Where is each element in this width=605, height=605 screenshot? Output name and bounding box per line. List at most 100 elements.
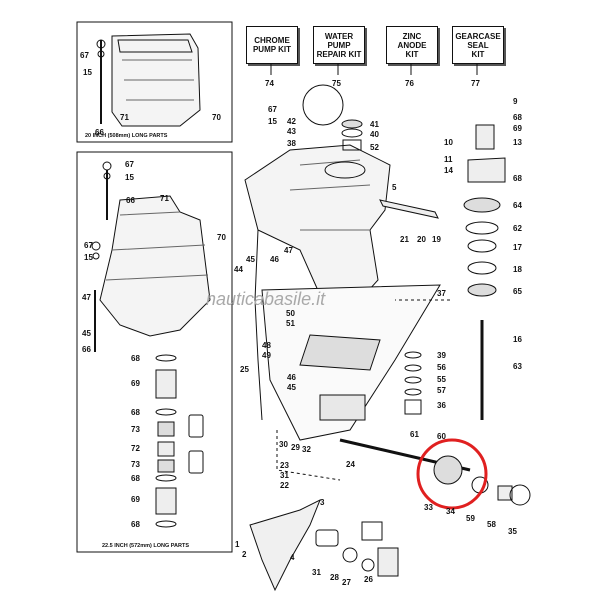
kit-box-zinc-anode: ZINC ANODE KIT xyxy=(386,26,438,64)
part-number: 33 xyxy=(424,503,433,512)
part-number: 35 xyxy=(508,527,517,536)
part-number: 68 xyxy=(513,113,522,122)
part-number: 66 xyxy=(95,128,104,137)
water-pump-housing xyxy=(467,157,506,183)
part-number: 46 xyxy=(270,255,279,264)
part-number: 66 xyxy=(82,345,91,354)
part-number: 62 xyxy=(513,224,522,233)
part-number: 15 xyxy=(268,117,277,126)
part-number: 73 xyxy=(131,425,140,434)
part-number: 31 xyxy=(280,471,289,480)
part-number: 16 xyxy=(513,335,522,344)
propeller xyxy=(249,498,321,592)
part-number: 66 xyxy=(126,196,135,205)
part-number: 11 xyxy=(444,155,453,164)
inset-box-20-inch xyxy=(76,21,233,143)
part-number: 45 xyxy=(287,383,296,392)
part-number: 67 xyxy=(125,160,134,169)
kit-label-line2: ANODE xyxy=(397,40,427,50)
part-number: 46 xyxy=(287,373,296,382)
part-number: 1 xyxy=(235,540,240,549)
part-number: 28 xyxy=(330,573,339,582)
part-number: 21 xyxy=(400,235,409,244)
part-number: 51 xyxy=(286,319,295,328)
part-number: 58 xyxy=(487,520,496,529)
part-number: 65 xyxy=(513,287,522,296)
part-number: 29 xyxy=(291,443,300,452)
part-number: 52 xyxy=(370,143,379,152)
part-number: 40 xyxy=(370,130,379,139)
kit-label-line2: SEAL xyxy=(467,40,489,50)
part-number: 71 xyxy=(160,194,169,203)
kit-label-line3: KIT xyxy=(471,49,485,59)
part-number: 31 xyxy=(312,568,321,577)
part-number: 57 xyxy=(437,386,446,395)
part-number: 68 xyxy=(131,354,140,363)
part-number: 38 xyxy=(287,139,296,148)
forward-gear xyxy=(433,455,463,485)
midsection-housing xyxy=(244,144,391,301)
part-number: 34 xyxy=(446,507,455,516)
caption-20-inch: 20 INCH (508mm) LONG PARTS xyxy=(85,133,168,139)
part-number: 45 xyxy=(246,255,255,264)
part-number: 26 xyxy=(364,575,373,584)
part-number: 20 xyxy=(417,235,426,244)
kit-box-gearcase-seal: GEARCASE SEAL KIT xyxy=(452,26,504,64)
part-number: 63 xyxy=(513,362,522,371)
part-number: 18 xyxy=(513,265,522,274)
part-number: 67 xyxy=(80,51,89,60)
part-number: 37 xyxy=(437,289,446,298)
part-number: 32 xyxy=(302,445,311,454)
part-number: 45 xyxy=(82,329,91,338)
kit-label-line2: PUMP xyxy=(327,40,351,50)
part-number: 2 xyxy=(242,550,247,559)
kit-label-line2: PUMP KIT xyxy=(252,45,292,54)
part-number: 68 xyxy=(131,520,140,529)
part-number: 19 xyxy=(432,235,441,244)
part-number: 15 xyxy=(125,173,134,182)
part-number: 73 xyxy=(131,460,140,469)
part-number: 64 xyxy=(513,201,522,210)
part-number: 39 xyxy=(437,351,446,360)
kit-number: 74 xyxy=(265,79,274,88)
kit-number: 77 xyxy=(471,79,480,88)
part-number: 56 xyxy=(437,363,446,372)
part-number: 55 xyxy=(437,375,446,384)
part-number: 13 xyxy=(513,138,522,147)
part-number: 69 xyxy=(131,495,140,504)
part-number: 14 xyxy=(444,166,453,175)
kit-label-line3: KIT xyxy=(405,49,419,59)
watermark: nauticabasile.it xyxy=(206,289,326,309)
part-number: 30 xyxy=(279,440,288,449)
part-number: 69 xyxy=(131,379,140,388)
part-number: 70 xyxy=(217,233,226,242)
part-number: 25 xyxy=(240,365,249,374)
exhaust-housing-22-5 xyxy=(99,195,211,337)
part-number: 15 xyxy=(84,253,93,262)
part-number: 71 xyxy=(120,113,129,122)
part-number: 47 xyxy=(82,293,91,302)
part-number: 47 xyxy=(284,246,293,255)
part-callouts: 67 15 66 71 70 67 15 66 71 70 67 15 47 4… xyxy=(80,51,522,587)
kit-box-water-pump-repair: WATER PUMP REPAIR KIT xyxy=(313,26,365,64)
tube-69b xyxy=(155,487,177,515)
part-number: 36 xyxy=(437,401,446,410)
kit-number: 76 xyxy=(405,79,414,88)
kit-number: 75 xyxy=(332,79,341,88)
part-number: 44 xyxy=(234,265,243,274)
part-number: 3 xyxy=(320,498,325,507)
highlight-circle xyxy=(416,438,488,510)
part-number: 68 xyxy=(513,174,522,183)
kit-label-line1: ZINC xyxy=(402,31,422,41)
part-number: 9 xyxy=(513,97,518,106)
part-number: 4 xyxy=(290,553,295,562)
water-pump-inset-circle xyxy=(302,84,344,126)
part-number: 17 xyxy=(513,243,522,252)
kit-label-line1: CHROME xyxy=(254,36,290,45)
part-number: 10 xyxy=(444,138,453,147)
part-number: 43 xyxy=(287,127,296,136)
part-number: 67 xyxy=(268,105,277,114)
part-number: 68 xyxy=(131,408,140,417)
part-number: 23 xyxy=(280,461,289,470)
